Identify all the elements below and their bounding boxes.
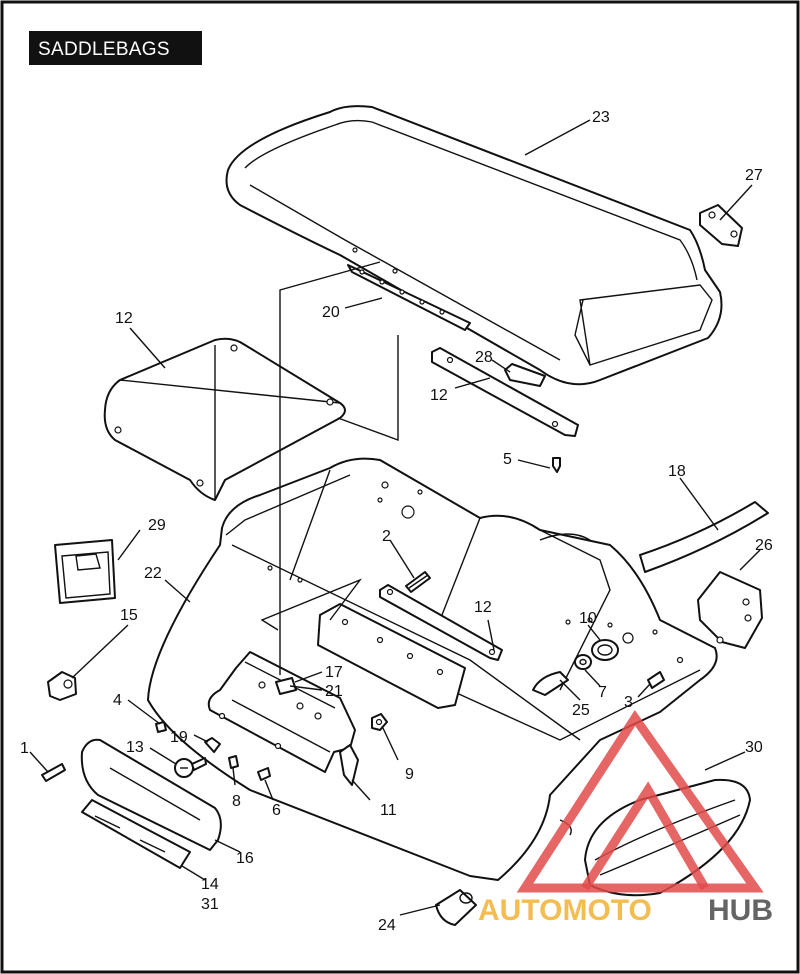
watermark-triangle-outer bbox=[516, 709, 764, 893]
label-16: 16 bbox=[236, 850, 254, 867]
part-3-screw bbox=[647, 671, 665, 689]
label-4: 4 bbox=[113, 692, 122, 709]
watermark-text-hub: HUB bbox=[708, 894, 773, 927]
label-7: 7 bbox=[598, 684, 607, 701]
label-1: 1 bbox=[20, 740, 29, 757]
part-28-plate bbox=[504, 363, 546, 387]
part-13-lock bbox=[174, 757, 207, 778]
label-11: 11 bbox=[380, 802, 397, 819]
label-13: 13 bbox=[126, 739, 144, 756]
part-19-spring bbox=[204, 737, 221, 753]
part-24-bushing bbox=[435, 889, 477, 926]
label-18: 18 bbox=[668, 463, 686, 480]
part-11-lever bbox=[339, 744, 359, 786]
label-5: 5 bbox=[503, 451, 512, 468]
part-18-trim bbox=[639, 501, 769, 573]
leader-lines bbox=[29, 119, 761, 916]
part-15-clip bbox=[47, 671, 77, 701]
watermark-triangle-inner bbox=[581, 781, 709, 891]
title-badge: SADDLEBAGS bbox=[29, 31, 202, 65]
part-16-latch-cover bbox=[80, 738, 222, 851]
part-27-bracket bbox=[699, 204, 743, 247]
part-8-spacer bbox=[228, 755, 239, 769]
part-7-washer bbox=[574, 654, 592, 670]
label-23: 23 bbox=[592, 109, 610, 126]
label-10: 10 bbox=[579, 610, 597, 627]
part-17-21-latch bbox=[207, 651, 356, 773]
label-27: 27 bbox=[745, 167, 763, 184]
label-30: 30 bbox=[745, 739, 763, 756]
label-21: 21 bbox=[325, 683, 343, 700]
label-14: 14 bbox=[201, 876, 219, 893]
label-24: 24 bbox=[378, 917, 396, 934]
title-background bbox=[29, 31, 202, 65]
label-31: 31 bbox=[201, 896, 219, 913]
label-9: 9 bbox=[405, 766, 414, 783]
part-25-stud bbox=[532, 671, 569, 696]
label-15: 15 bbox=[120, 607, 138, 624]
label-22: 22 bbox=[144, 565, 162, 582]
label-3: 3 bbox=[624, 694, 633, 711]
label-8: 8 bbox=[232, 793, 241, 810]
label-12-middle: 12 bbox=[430, 387, 448, 404]
part-12-strip-middle bbox=[431, 347, 579, 437]
part-14-31-label bbox=[81, 799, 191, 869]
label-6: 6 bbox=[272, 802, 281, 819]
part-10-grommet bbox=[591, 639, 619, 661]
label-17: 17 bbox=[325, 664, 343, 681]
label-12-upper: 12 bbox=[115, 310, 133, 327]
part-12-strip-lower bbox=[379, 584, 503, 661]
part-23-lid bbox=[225, 105, 723, 386]
label-20: 20 bbox=[322, 304, 340, 321]
part-6-screw bbox=[257, 767, 271, 781]
part-22-bag-body bbox=[147, 457, 718, 881]
label-2: 2 bbox=[382, 528, 391, 545]
part-1-screw bbox=[41, 763, 66, 782]
label-29: 29 bbox=[148, 517, 166, 534]
label-28: 28 bbox=[475, 349, 493, 366]
part-5-screw bbox=[552, 457, 561, 473]
diagram-title: SADDLEBAGS bbox=[38, 39, 170, 60]
label-26: 26 bbox=[755, 537, 773, 554]
label-25: 25 bbox=[572, 702, 590, 719]
part-2-bolt bbox=[405, 571, 431, 593]
part-number-labels: 23 27 20 12 28 12 5 18 29 2 26 22 12 15 … bbox=[20, 109, 773, 934]
part-9-nut bbox=[371, 713, 388, 731]
part-4-screw bbox=[155, 721, 167, 733]
label-19: 19 bbox=[170, 729, 188, 746]
label-12-lower: 12 bbox=[474, 599, 492, 616]
part-29-decal bbox=[54, 539, 116, 604]
watermark-logo: AUTOMOTO HUB bbox=[478, 709, 773, 927]
part-30-pad bbox=[584, 778, 751, 897]
part-26-bracket bbox=[697, 571, 763, 649]
part-12-liner-upper bbox=[103, 337, 346, 501]
watermark-text-automoto: AUTOMOTO bbox=[478, 894, 652, 927]
